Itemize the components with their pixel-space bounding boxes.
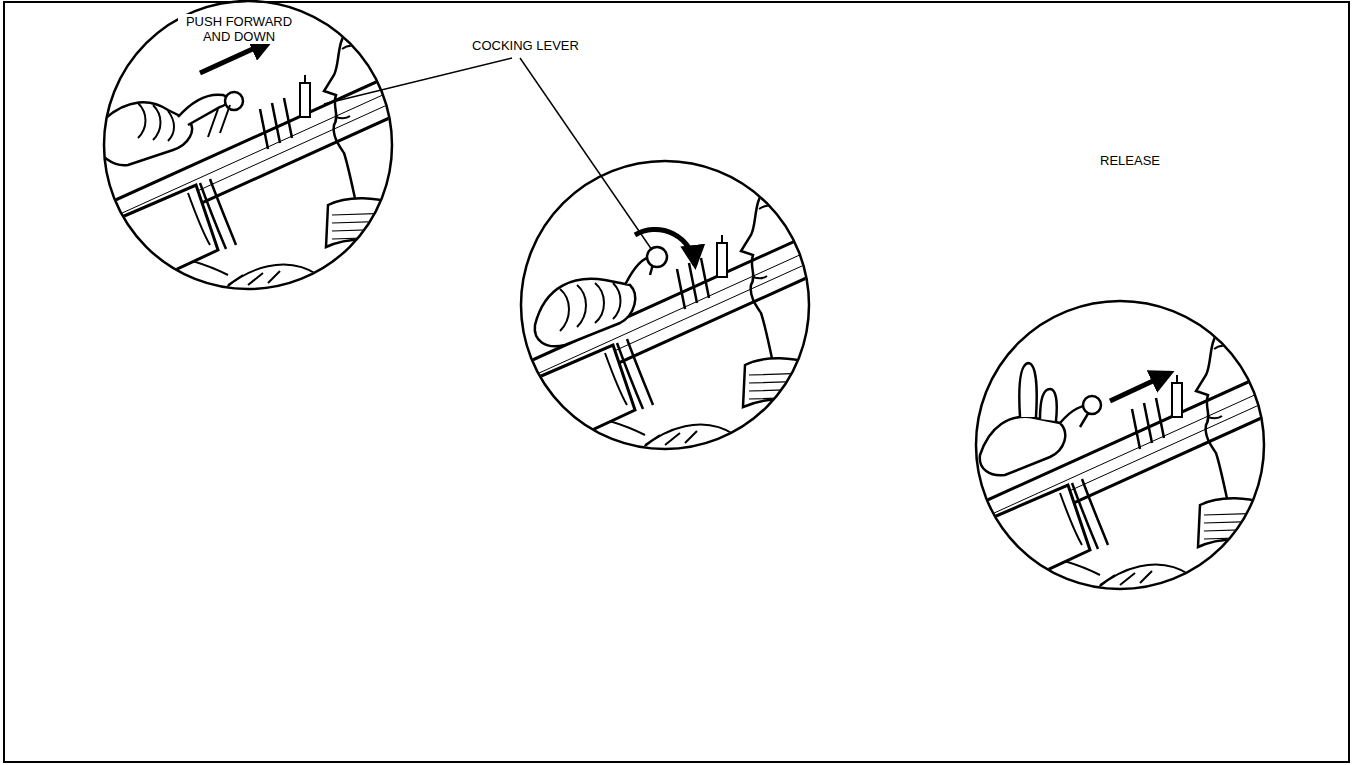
leader-line	[520, 58, 652, 250]
step-two-circle	[495, 135, 835, 455]
step-three-circle	[950, 275, 1290, 595]
part-label: COCKING LEVER	[470, 38, 581, 53]
step-one-circle	[78, 0, 418, 295]
instruction-label: PUSH FORWARD AND DOWN	[178, 14, 300, 44]
figure-frame	[4, 2, 1349, 762]
leader-line	[324, 58, 512, 104]
instruction-label: RELEASE	[1098, 153, 1162, 168]
